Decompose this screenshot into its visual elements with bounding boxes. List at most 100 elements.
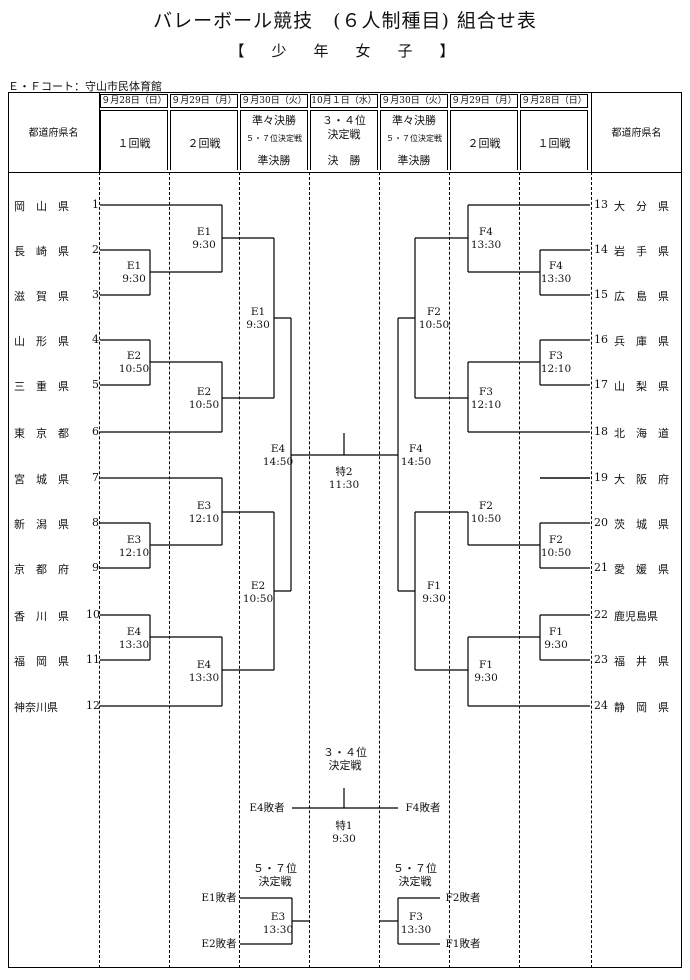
- round-label-34: ３・４位: [322, 114, 366, 127]
- date-right-3: ９月30日（火）: [380, 94, 448, 108]
- column-divider: [519, 172, 520, 968]
- round-label-r1-right: １回戦: [537, 137, 571, 150]
- round-box: [310, 110, 378, 170]
- round-box: [450, 110, 518, 170]
- column-divider: [591, 172, 592, 968]
- round-label-sf-right: 準決勝: [397, 154, 431, 167]
- round-label-final: 決 勝: [327, 154, 361, 167]
- fifth-left-bottom: E2敗者: [201, 938, 237, 950]
- round-label-r1-left: １回戦: [117, 137, 151, 150]
- date-right-1: ９月28日（日）: [520, 94, 588, 108]
- round-label-qf-left: 準々決勝: [252, 114, 296, 127]
- third-place-left: E4敗者: [249, 802, 285, 814]
- column-divider: [449, 172, 450, 968]
- round-box: [240, 110, 308, 170]
- fifth-right-bottom: F1敗者: [445, 938, 481, 950]
- fifth-left-title: ５・７位決定戦: [253, 862, 297, 888]
- third-place-right: F4敗者: [405, 802, 441, 814]
- venue-label: Ｅ・Ｆコート：守山市民体育館: [8, 80, 162, 93]
- round-label-qf-right: 準々決勝: [392, 114, 436, 127]
- date-right-2: ９月29日（月）: [450, 94, 518, 108]
- pref-header-left: 都道府県名: [28, 128, 79, 139]
- round-box: [170, 110, 238, 170]
- column-divider: [309, 172, 310, 968]
- header-divider: [8, 172, 682, 173]
- round-label-r2-right: ２回戦: [467, 137, 501, 150]
- date-left-1: ９月28日（日）: [100, 94, 168, 108]
- header-col-line: [99, 92, 100, 172]
- third-place-title: ３・４位決定戦: [323, 746, 367, 772]
- bracket-frame: [8, 92, 682, 968]
- page-subtitle: 【 少 年 女 子 】: [229, 42, 461, 60]
- date-left-2: ９月29日（月）: [170, 94, 238, 108]
- pref-header-right: 都道府県名: [611, 128, 662, 139]
- date-left-3: ９月30日（火）: [240, 94, 308, 108]
- round-box: [100, 110, 168, 170]
- column-divider: [169, 172, 170, 968]
- round-label-34b: 決定戦: [327, 128, 361, 141]
- column-divider: [239, 172, 240, 968]
- round-box: [520, 110, 588, 170]
- date-center: 10月１日（水）: [310, 94, 378, 108]
- header-col-line: [591, 92, 592, 172]
- round-label-r2-left: ２回戦: [187, 137, 221, 150]
- round-box: [380, 110, 448, 170]
- round-label-57-right: ５・７位決定戦: [386, 134, 442, 143]
- page-title: バレーボール競技 (６人制種目) 組合せ表: [153, 10, 537, 32]
- fifth-left-top: E1敗者: [201, 892, 237, 904]
- fifth-right-top: F2敗者: [445, 892, 481, 904]
- column-divider: [99, 172, 100, 968]
- column-divider: [379, 172, 380, 968]
- round-label-57-left: ５・７位決定戦: [246, 134, 302, 143]
